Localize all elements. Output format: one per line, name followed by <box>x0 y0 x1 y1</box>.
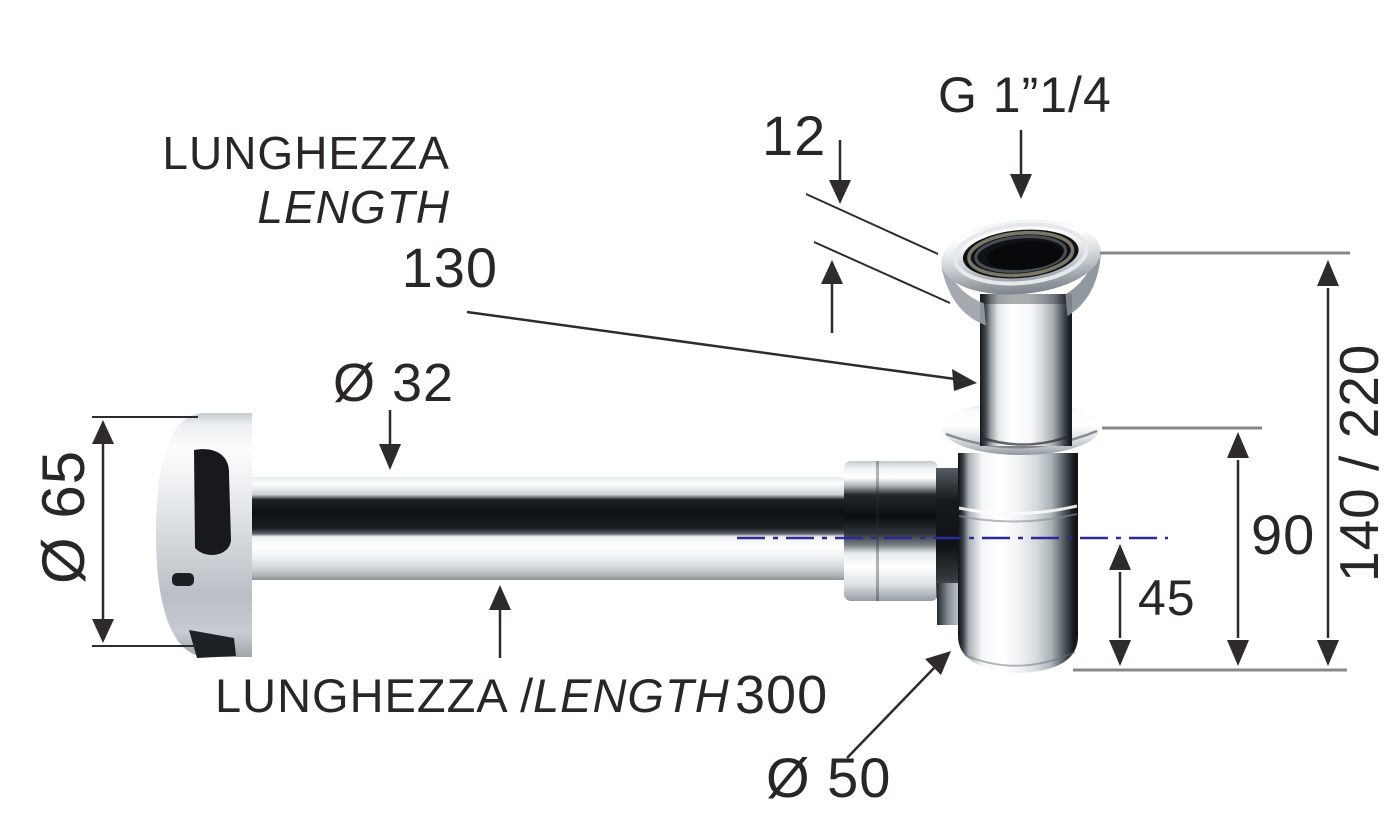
trap-body <box>958 453 1078 673</box>
dim-130-label: 130 <box>401 236 498 299</box>
label-length-top: LENGTH <box>257 181 450 233</box>
elbow-connector <box>936 468 962 598</box>
label-length-bottom: LENGTH <box>533 669 730 722</box>
dim-300-label: 300 <box>735 665 829 725</box>
wall-flange <box>156 413 252 658</box>
horizontal-tube <box>246 477 848 580</box>
label-lunghezza-bottom: LUNGHEZZA / <box>215 669 535 722</box>
dimension-arrowheads <box>92 174 1339 675</box>
dim-90-label: 90 <box>1251 503 1316 566</box>
thread-size-label: G 1”1/4 <box>938 67 1112 123</box>
dim-d32-label: Ø 32 <box>333 353 455 413</box>
tube-nut <box>844 461 938 601</box>
dim-140-220-label: 140 / 220 <box>1328 343 1390 582</box>
label-lunghezza-top: LUNGHEZZA <box>162 127 450 179</box>
dim-d65-label: Ø 65 <box>30 449 97 584</box>
dim-45-label: 45 <box>1138 570 1196 626</box>
dim-d50-label: Ø 50 <box>766 746 892 809</box>
inlet-pipe <box>980 294 1072 446</box>
dimension-lines <box>92 130 1330 759</box>
inlet-nut <box>941 219 1101 326</box>
dim-12-label: 12 <box>762 104 827 167</box>
extension-lines <box>1073 251 1350 672</box>
